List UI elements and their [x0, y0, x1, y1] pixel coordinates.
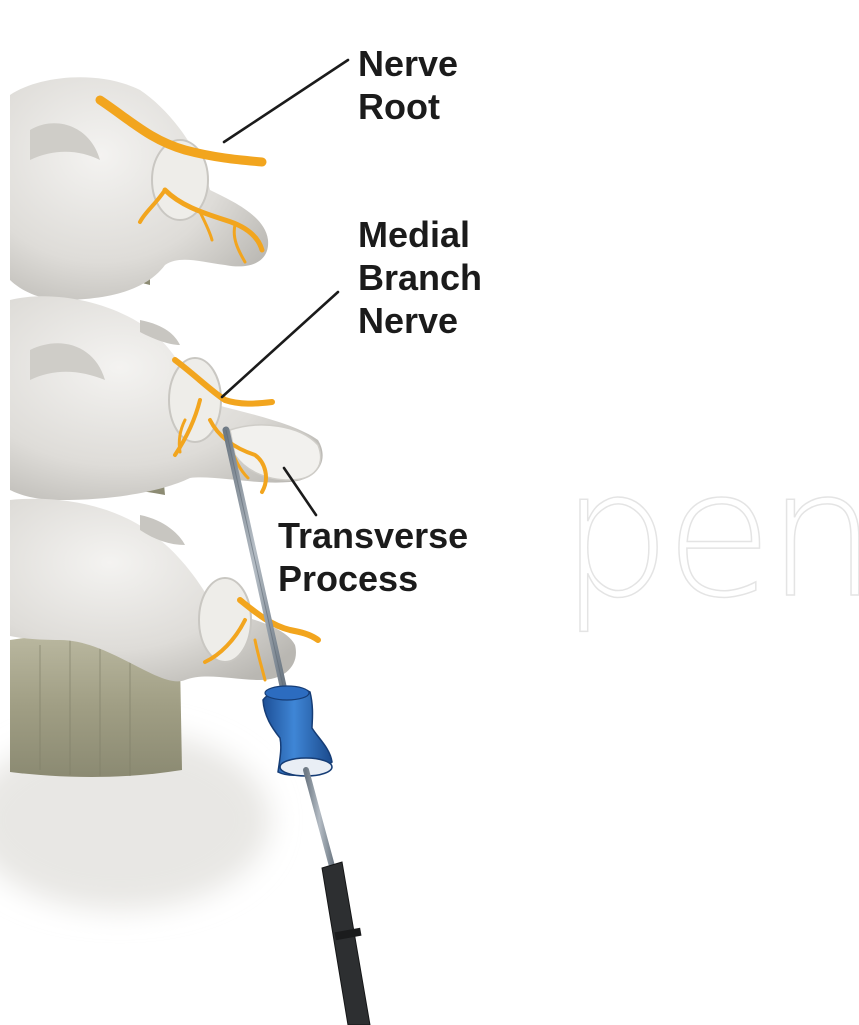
leader-nerve-root: [224, 60, 348, 142]
label-transverse-process: Transverse Process: [278, 514, 468, 600]
needle-shaft-lower: [306, 770, 333, 870]
leader-medial-branch: [222, 292, 338, 397]
vertebra-top: [10, 77, 268, 300]
label-medial-branch-nerve: Medial Branch Nerve: [358, 213, 482, 342]
needle-hub: [322, 862, 370, 1025]
label-nerve-root: Nerve Root: [358, 42, 458, 128]
vertebrae: [10, 77, 323, 681]
